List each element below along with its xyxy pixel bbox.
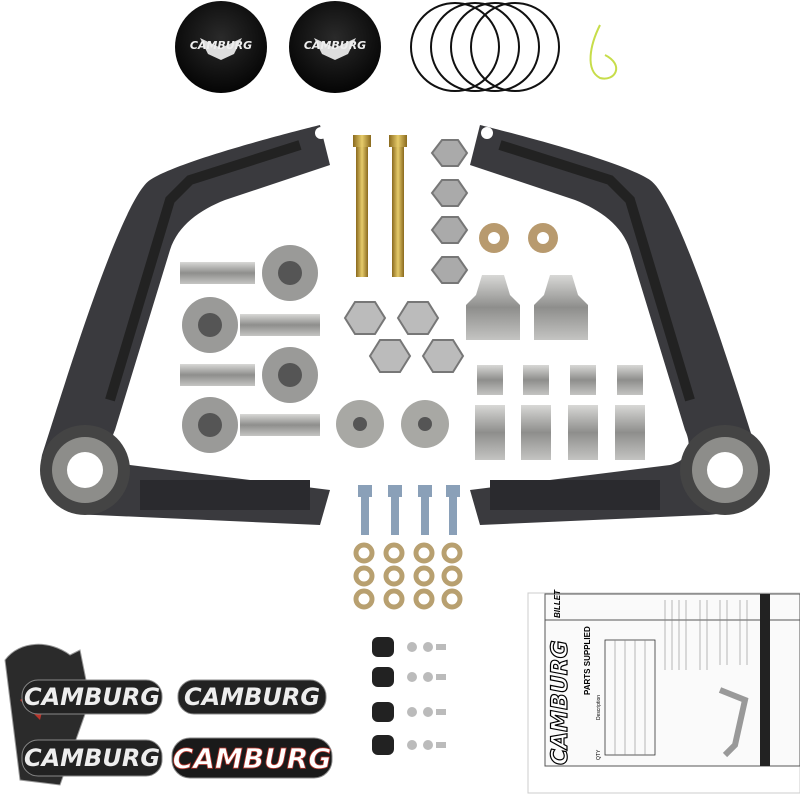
high-misalignment-spacers	[466, 275, 588, 340]
long-bolts	[353, 135, 407, 277]
rod-ends	[180, 245, 320, 453]
o-rings	[410, 2, 560, 92]
cap-screws	[358, 485, 460, 535]
sticker-text: CAMBURG	[184, 683, 320, 711]
sheet-title: BILLET	[553, 589, 562, 618]
spacer-sleeves	[475, 365, 645, 460]
dust-cap-right: CAMBURG	[289, 1, 381, 93]
small-washers	[353, 542, 463, 610]
camburg-stickers: CAMBURG CAMBURG CAMBURG CAMBURG	[4, 643, 333, 786]
cone-washers	[336, 400, 449, 448]
dust-cap-left: CAMBURG	[175, 1, 267, 93]
sheet-col-desc: Description	[596, 695, 602, 720]
sticker-text: CAMBURG	[24, 683, 160, 711]
jam-nuts	[343, 301, 465, 373]
line-clamps	[372, 637, 446, 755]
sheet-brand: CAMBURG	[548, 640, 573, 765]
cap-logo: CAMBURG	[190, 39, 252, 52]
lock-nuts	[430, 139, 469, 284]
thrust-washers	[479, 223, 558, 253]
sticker-text: CAMBURG	[24, 744, 160, 772]
safety-wire	[589, 24, 618, 80]
control-arm-right	[470, 125, 770, 525]
cap-logo: CAMBURG	[304, 39, 366, 52]
sticker-text: CAMBURG	[173, 742, 332, 775]
instruction-sheet: CAMBURG PARTS SUPPLIED QTY Description B…	[527, 589, 800, 794]
sheet-parts-heading: PARTS SUPPLIED	[583, 626, 592, 695]
control-arm-left	[40, 125, 331, 544]
sheet-col-qty: QTY	[596, 749, 602, 760]
